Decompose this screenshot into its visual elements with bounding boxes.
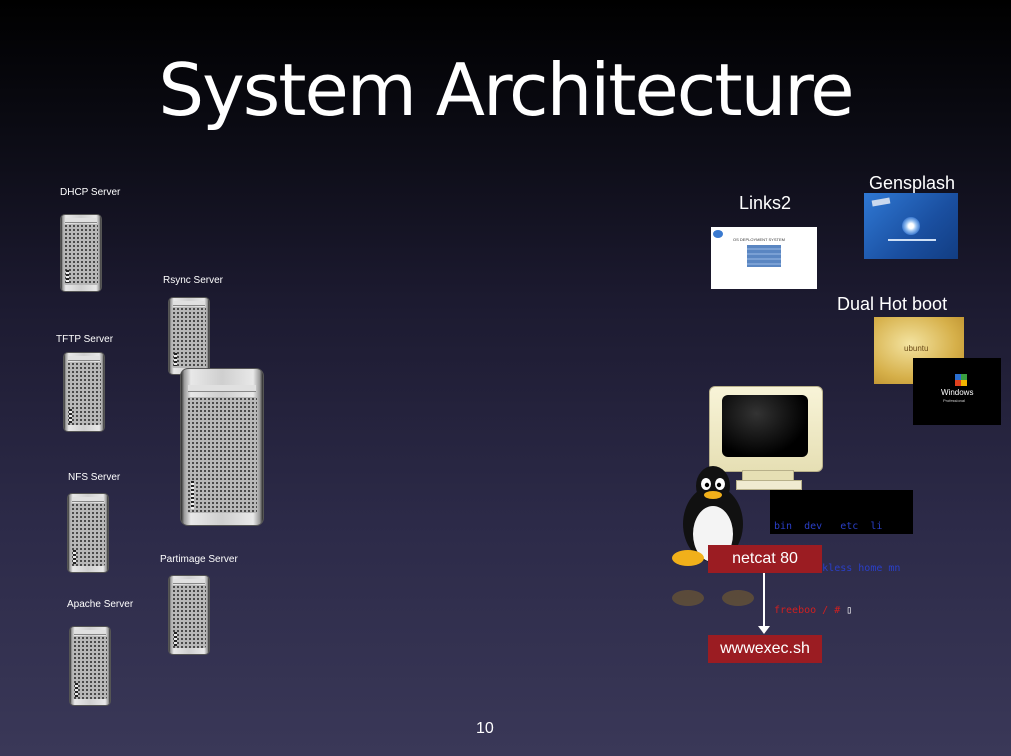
gensplash-disk-icon <box>871 197 891 207</box>
windows-logo-text: Windows <box>941 388 974 397</box>
wwwexec-box: wwwexec.sh <box>708 635 822 663</box>
partimage-server-label: Partimage Server <box>160 554 238 565</box>
monitor-screen <box>722 395 808 457</box>
terminal-cursor: ▯ <box>846 605 853 616</box>
links2-menu-block <box>747 245 781 267</box>
ubuntu-logo-text: ubuntu <box>904 344 929 353</box>
monitor-base <box>736 480 802 490</box>
links2-screen-title: OS DEPLOYMENT SYSTEM <box>733 237 785 242</box>
partimage-server-icon <box>168 575 210 655</box>
links2-logo-icon <box>713 230 723 238</box>
netcat-box: netcat 80 <box>708 545 822 573</box>
rsync-server-label: Rsync Server <box>163 275 224 286</box>
arrow-shaft <box>763 573 765 629</box>
apache-server-icon <box>69 626 111 706</box>
nfs-server-label: NFS Server <box>68 472 121 483</box>
apache-server-label: Apache Server <box>67 599 134 610</box>
client-monitor-icon <box>709 386 823 472</box>
tftp-server-icon <box>63 352 105 432</box>
gensplash-logo-icon <box>902 217 920 235</box>
slide-title: System Architecture <box>158 48 854 132</box>
terminal-prompt: freeboo / # <box>774 605 847 616</box>
links2-screenshot: OS DEPLOYMENT SYSTEM <box>711 227 817 289</box>
gensplash-screenshot <box>864 193 958 259</box>
gensplash-label: Gensplash <box>869 173 956 193</box>
terminal-window: bin dev etc li boot diskless home mn fre… <box>770 490 913 616</box>
tftp-server-label: TFTP Server <box>56 334 114 345</box>
nfs-server-icon <box>67 493 109 573</box>
dhcp-server-label: DHCP Server <box>60 187 121 198</box>
dual-boot-label: Dual Hot boot <box>837 294 948 314</box>
terminal-line-1: bin dev etc li <box>774 521 883 532</box>
gensplash-progress-bar <box>888 239 936 241</box>
terminal-prompt-line: freeboo / # ▯ <box>774 604 909 618</box>
rsync-server-icon <box>168 297 210 375</box>
tux-reflection <box>670 584 756 618</box>
windows-screenshot: Windows Professional <box>913 358 1001 425</box>
windows-edition-text: Professional <box>943 398 966 403</box>
arrow-down-icon <box>758 626 770 634</box>
dhcp-server-icon <box>60 214 102 292</box>
windows-logo-icon <box>955 374 967 386</box>
page-number: 10 <box>476 720 494 737</box>
main-server-icon <box>180 368 264 526</box>
links2-label: Links2 <box>739 193 792 213</box>
